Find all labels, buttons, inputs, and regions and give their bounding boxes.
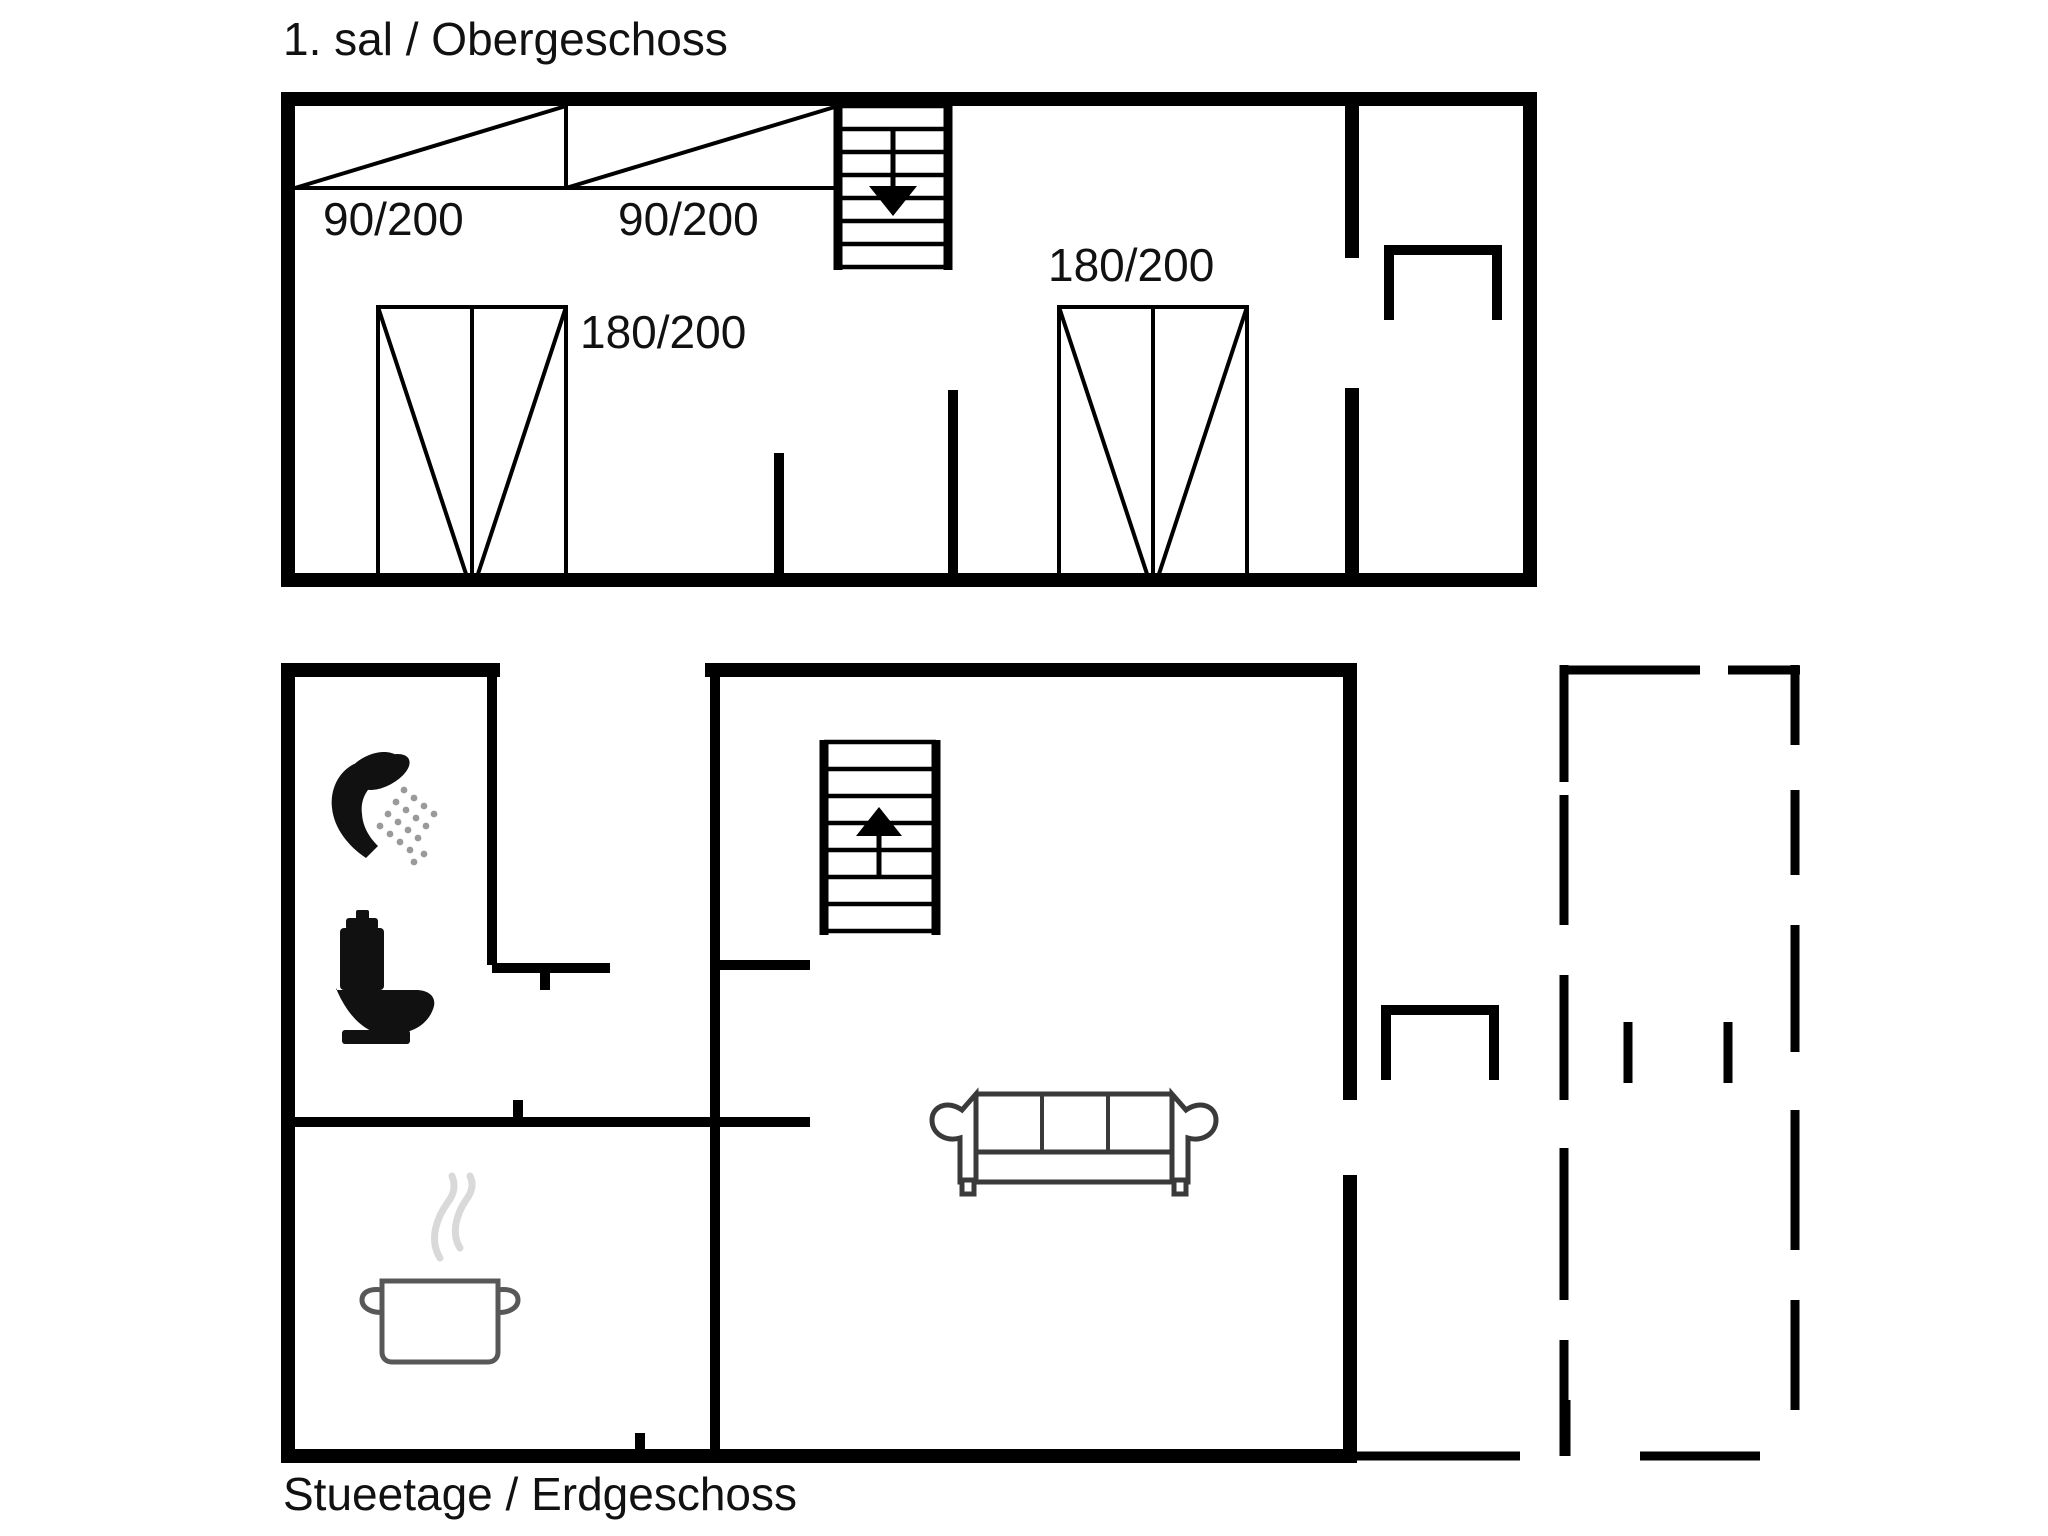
terrace-outline xyxy=(1357,665,1800,1461)
sofa-seat xyxy=(959,1149,1189,1185)
steam-wisp-2 xyxy=(451,1172,476,1252)
ground-floor-plan xyxy=(281,663,1800,1463)
bed-label-double-1: 180/200 xyxy=(580,306,746,358)
sofa-arm-right xyxy=(1169,1087,1219,1185)
sofa-foot-left xyxy=(959,1177,977,1197)
ground-staircase xyxy=(819,739,941,935)
bed-label-single-2: 90/200 xyxy=(618,193,759,245)
upper-floor-label: 1. sal / Obergeschoss xyxy=(283,13,728,65)
double-bed-diag-left xyxy=(376,306,470,581)
double-bed-diag-left xyxy=(1057,306,1151,581)
ground-niche-shape xyxy=(1381,1005,1499,1080)
bed-label-double-2: 180/200 xyxy=(1048,239,1214,291)
double-bed-diag-right xyxy=(474,306,568,581)
upper-niche-shape xyxy=(1384,245,1502,320)
pot-body xyxy=(379,1278,501,1365)
upper-double-bed-left xyxy=(376,305,568,582)
ground-floor-label: Stueetage / Erdgeschoss xyxy=(283,1468,797,1520)
bed-label-single-1: 90/200 xyxy=(323,193,464,245)
sofa-icon xyxy=(929,1087,1219,1197)
shower-icon xyxy=(331,752,438,866)
sofa-foot-right xyxy=(1171,1177,1189,1197)
upper-floor-plan: 90/200 90/200 180/200 xyxy=(281,92,1537,587)
upper-single-bed-diag-1 xyxy=(294,104,567,190)
sofa-arm-left xyxy=(929,1087,979,1185)
upper-double-bed-right xyxy=(1057,305,1249,582)
cooking-pot-icon xyxy=(359,1172,521,1365)
upper-staircase xyxy=(833,103,953,270)
shower-spray xyxy=(376,786,438,866)
double-bed-diag-right xyxy=(1155,306,1249,581)
steam-wisp-1 xyxy=(431,1172,458,1262)
stairs-down-arrow-icon xyxy=(869,186,917,216)
sofa-back xyxy=(973,1091,1175,1155)
stairs-up-arrow-icon xyxy=(856,807,902,836)
upper-single-bed-diag-2 xyxy=(565,104,839,190)
toilet-icon xyxy=(336,910,435,1044)
